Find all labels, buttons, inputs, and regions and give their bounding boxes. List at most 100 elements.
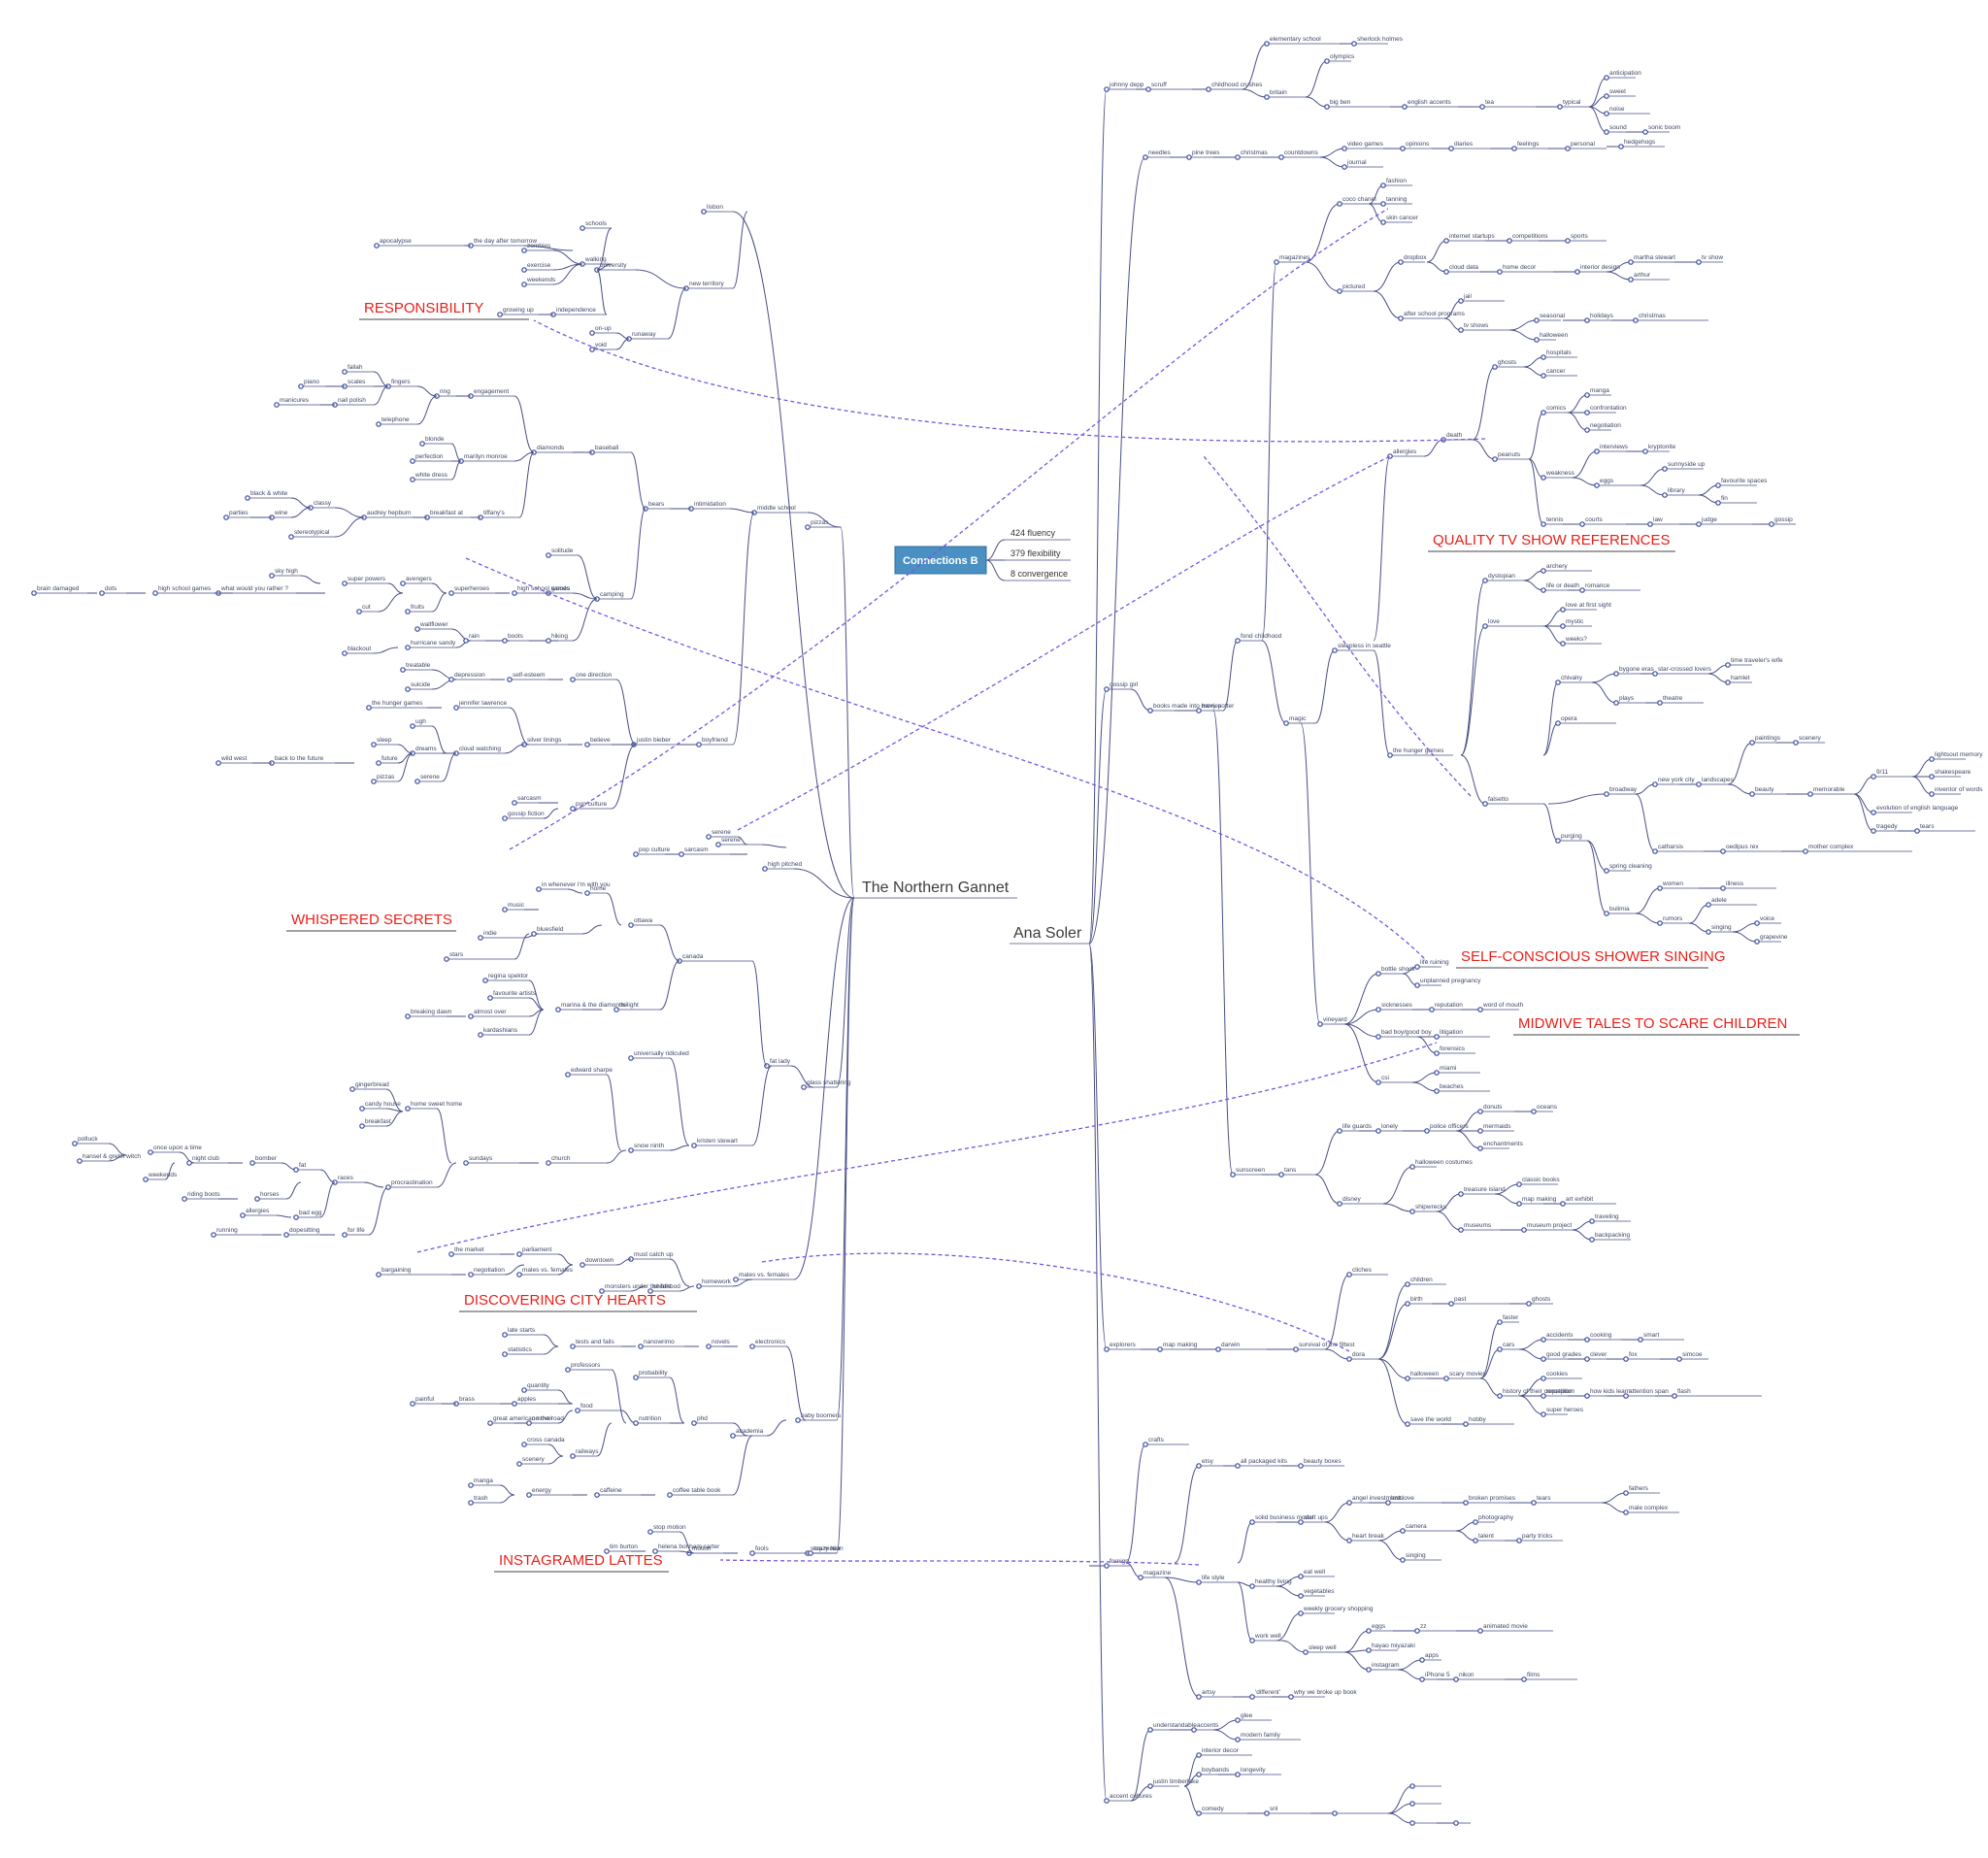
connector-line	[1237, 1521, 1253, 1564]
node-label: high school games	[158, 585, 212, 592]
node-handle	[801, 1084, 807, 1090]
node-handle	[269, 573, 275, 579]
node-label: nikon	[1459, 1672, 1474, 1678]
node-handle	[1604, 93, 1609, 99]
connector-line	[1523, 570, 1544, 581]
node-handle	[211, 1232, 216, 1238]
connector-line	[1343, 1023, 1379, 1038]
node-label: modern family	[1241, 1732, 1281, 1739]
node-handle	[1594, 448, 1600, 454]
node-handle	[1405, 1281, 1410, 1287]
node-handle	[410, 723, 415, 729]
connector-line	[751, 960, 768, 1067]
node-handle	[1419, 1676, 1425, 1682]
convergence-link	[533, 319, 1486, 443]
node-label: archery	[1546, 563, 1568, 570]
node-handle	[1351, 41, 1357, 47]
node-label: pop culture	[576, 801, 608, 808]
connector-line	[732, 512, 755, 746]
node-handle	[1332, 1810, 1338, 1816]
node-handle	[502, 1351, 508, 1357]
node-handle	[1375, 1128, 1381, 1134]
node-handle	[1929, 774, 1935, 780]
node-handle	[1715, 482, 1721, 488]
node-handle	[536, 886, 542, 892]
connector-line	[1436, 1193, 1462, 1212]
connector-line	[1382, 1203, 1413, 1212]
node-label: lightsout memory	[1935, 751, 1983, 758]
node-handle	[1366, 1628, 1372, 1634]
node-handle	[589, 347, 595, 352]
connector-line	[1373, 455, 1391, 642]
node-handle	[733, 1277, 739, 1282]
node-label: manga	[474, 1477, 493, 1484]
node-label: wild west	[220, 755, 248, 762]
connector-line	[1088, 156, 1146, 945]
node-label: procrastination	[391, 1179, 433, 1186]
node-handle	[414, 626, 420, 632]
node-handle	[1434, 1088, 1440, 1094]
node-handle	[249, 1160, 255, 1166]
node-label: longevity	[1241, 1767, 1266, 1774]
connector-line	[1237, 1581, 1253, 1642]
node-handle	[385, 1184, 391, 1190]
node-handle	[1147, 1727, 1153, 1733]
node-handle	[1448, 1301, 1454, 1307]
node-label: nutrition	[639, 1415, 662, 1422]
node-handle	[1560, 607, 1566, 613]
node-label: allergies	[1393, 448, 1417, 455]
node-label: caffeine	[600, 1487, 622, 1494]
node-handle	[1402, 104, 1408, 110]
node-label: manicures	[280, 397, 310, 404]
node-label: forensics	[1440, 1045, 1466, 1052]
connector-line	[514, 933, 530, 960]
node-label: brass	[459, 1396, 476, 1403]
node-label: johnny depp	[1109, 82, 1144, 88]
node-handle	[1871, 774, 1876, 780]
node-handle	[1657, 885, 1663, 891]
node-label: why we broke up book	[1293, 1689, 1357, 1696]
connector-line	[1276, 1612, 1302, 1642]
node-handle	[419, 441, 425, 447]
node-handle	[1511, 146, 1517, 151]
node-handle	[1235, 154, 1241, 160]
node-label: litigation	[1440, 1029, 1463, 1036]
node-label: crazy hair	[813, 1545, 842, 1552]
node-label: painful	[415, 1396, 435, 1403]
connector-line	[1261, 640, 1287, 724]
node-handle	[1526, 1301, 1532, 1307]
node-handle	[516, 1251, 522, 1257]
connector-line	[514, 395, 535, 453]
node-handle	[215, 760, 221, 766]
node-handle	[288, 534, 294, 540]
node-label: sarcasm	[684, 846, 709, 853]
connector-line	[1426, 261, 1447, 273]
node-handle	[1477, 1007, 1483, 1012]
node-handle	[1725, 680, 1731, 685]
node-handle	[584, 890, 590, 896]
node-handle	[1463, 1421, 1469, 1427]
node-label: sleep well	[1309, 1644, 1337, 1651]
connector-line	[1588, 77, 1607, 108]
node-label: understandable	[1153, 1722, 1197, 1729]
node-handle	[182, 1196, 187, 1202]
node-label: beauty boxes	[1304, 1458, 1342, 1465]
node-label: law	[1653, 516, 1663, 523]
node-label: gossip fiction	[508, 811, 545, 817]
connector-line	[1455, 1521, 1476, 1532]
node-label: oceans	[1537, 1104, 1558, 1111]
node-label: interior decor	[1202, 1747, 1240, 1754]
node-label: oedipus rex	[1726, 844, 1759, 850]
header-box	[894, 546, 987, 575]
connector-line	[1222, 640, 1239, 712]
node-label: suicide	[411, 681, 431, 688]
node-label: journal	[1346, 159, 1367, 166]
node-handle	[1400, 1557, 1406, 1563]
node-label: video games	[1347, 141, 1384, 148]
node-label: potluck	[78, 1136, 98, 1143]
connector-line	[1402, 973, 1418, 986]
node-label: nanowrimo	[644, 1339, 675, 1345]
node-handle	[342, 369, 348, 375]
connector-line	[1460, 580, 1486, 756]
connector-line	[528, 997, 545, 1011]
